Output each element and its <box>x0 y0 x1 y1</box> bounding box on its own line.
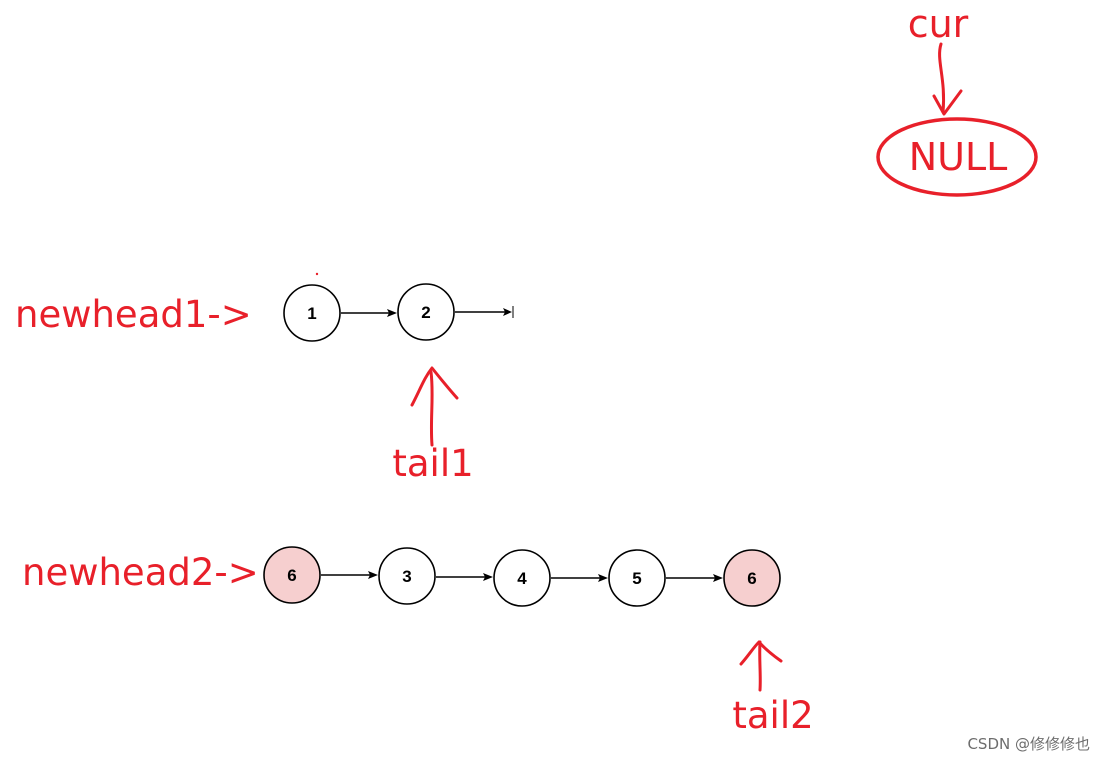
newhead2-label: newhead2-> <box>22 551 259 594</box>
list1-node-1-value: 2 <box>421 303 430 322</box>
list1-node-0 <box>283 284 341 342</box>
list2-link-3-arrowhead <box>713 574 723 582</box>
list2-node-1-value: 3 <box>402 567 411 586</box>
list2-node-0 <box>263 546 321 604</box>
tail2-arrow-shaft <box>758 640 762 692</box>
watermark-text: CSDN @修修修也 <box>967 735 1090 753</box>
list2-node-4 <box>723 549 781 607</box>
list1-node-1 <box>397 283 455 341</box>
list2-link-2-arrowhead <box>598 574 608 582</box>
tail1-label: tail1 <box>392 442 473 485</box>
stray-dot <box>315 272 319 276</box>
tail1-arrow-head <box>410 366 459 407</box>
list2-node-2 <box>493 549 551 607</box>
list2-node-3-value: 5 <box>632 569 641 588</box>
list2-node-0-value: 6 <box>287 566 296 585</box>
list2-node-3 <box>608 549 666 607</box>
null-label: NULL <box>909 135 1008 179</box>
list2-link-1-arrowhead <box>483 573 493 581</box>
list2-node-4-value: 6 <box>747 569 756 588</box>
list1-node-0-value: 1 <box>307 304 316 323</box>
cur-arrow-shaft <box>938 42 946 114</box>
null-ellipse <box>876 117 1038 197</box>
cur-label: cur <box>908 2 969 46</box>
cur-arrow-head <box>932 89 963 116</box>
list2-node-1 <box>378 547 436 605</box>
list1-link-1-arrowhead <box>503 308 512 316</box>
tail2-label: tail2 <box>732 694 813 737</box>
tail1-arrow-shaft <box>429 370 434 447</box>
tail2-arrow-head <box>739 640 783 666</box>
list2-link-0-arrowhead <box>368 571 378 579</box>
newhead1-label: newhead1-> <box>15 293 252 336</box>
list2-node-2-value: 4 <box>517 569 527 588</box>
list1-link-0-arrowhead <box>387 309 397 317</box>
